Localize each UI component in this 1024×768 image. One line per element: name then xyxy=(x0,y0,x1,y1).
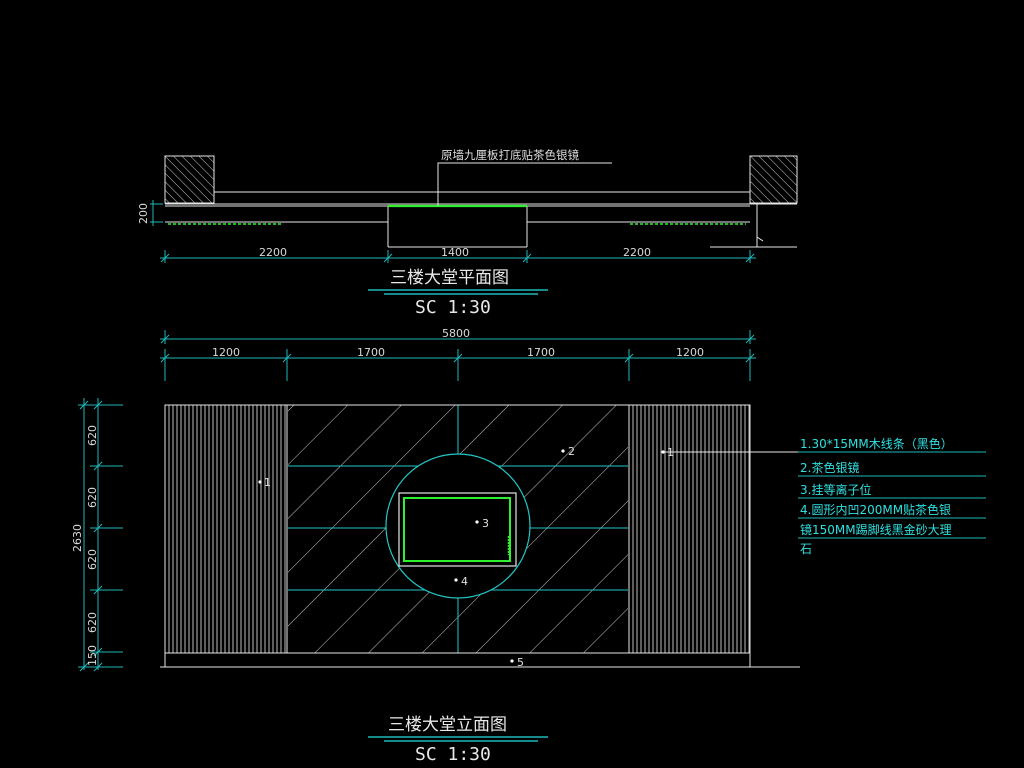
elev-circle-recess xyxy=(385,453,531,599)
legend-item-4b: 镜150MM踢脚线黑金砂大理 xyxy=(800,522,952,537)
elev-dim-4: 1200 xyxy=(676,346,704,359)
plan-column-right xyxy=(749,155,798,204)
plan-view: 原墙九厘板打底贴茶色银镜 200 2200 1400 2200 三楼大堂平面图 … xyxy=(137,148,798,318)
legend-item-1: 1.30*15MM木线条（黑色） xyxy=(800,437,953,451)
elev-dim-3: 1700 xyxy=(527,346,555,359)
legend-item-4a: 4.圆形内凹200MM贴茶色银 xyxy=(800,502,951,517)
plan-title: 三楼大堂平面图 xyxy=(390,268,509,288)
plan-column-left xyxy=(164,155,215,204)
plan-dim-center: 1400 xyxy=(441,246,469,259)
legend-item-2: 2.茶色银镜 xyxy=(800,460,859,475)
elev-tv-frame xyxy=(398,492,517,567)
elev-scale: SC 1:30 xyxy=(415,744,491,765)
legend-item-4c: 石 xyxy=(800,542,812,556)
elev-height-1: 620 xyxy=(86,425,99,446)
elevation-view: 5800 1200 1700 1700 1200 2630 620 620 62… xyxy=(71,327,986,765)
plan-note: 原墙九厘板打底贴茶色银镜 xyxy=(441,148,579,162)
elev-height-5: 150 xyxy=(86,645,99,666)
elev-total-dim: 5800 xyxy=(442,327,470,340)
plan-scale: SC 1:30 xyxy=(415,297,491,318)
elev-wood-panel-left xyxy=(164,404,288,654)
elev-tag-5: 5 xyxy=(517,656,524,669)
elev-tag-3: 3 xyxy=(482,517,489,530)
elev-height-total: 2630 xyxy=(71,524,84,552)
legend-item-3: 3.挂等离子位 xyxy=(800,482,871,497)
plan-depth-dim: 200 xyxy=(137,203,150,224)
elev-tag-2: 2 xyxy=(568,445,575,458)
elev-legend: 1.30*15MM木线条（黑色） 2.茶色银镜 3.挂等离子位 4.圆形内凹20… xyxy=(798,437,986,556)
elev-title: 三楼大堂立面图 xyxy=(388,715,507,735)
elev-dim-1: 1200 xyxy=(212,346,240,359)
elev-wood-panel-right xyxy=(628,404,751,654)
elev-tv-screen xyxy=(403,497,511,562)
elev-dim-2: 1700 xyxy=(357,346,385,359)
elev-tag-1-left: 1 xyxy=(264,476,271,489)
elev-height-3: 620 xyxy=(86,549,99,570)
elev-tag-4: 4 xyxy=(461,575,468,588)
plan-dim-right: 2200 xyxy=(623,246,651,259)
elev-height-2: 620 xyxy=(86,487,99,508)
elev-height-4: 620 xyxy=(86,612,99,633)
plan-dim-left: 2200 xyxy=(259,246,287,259)
